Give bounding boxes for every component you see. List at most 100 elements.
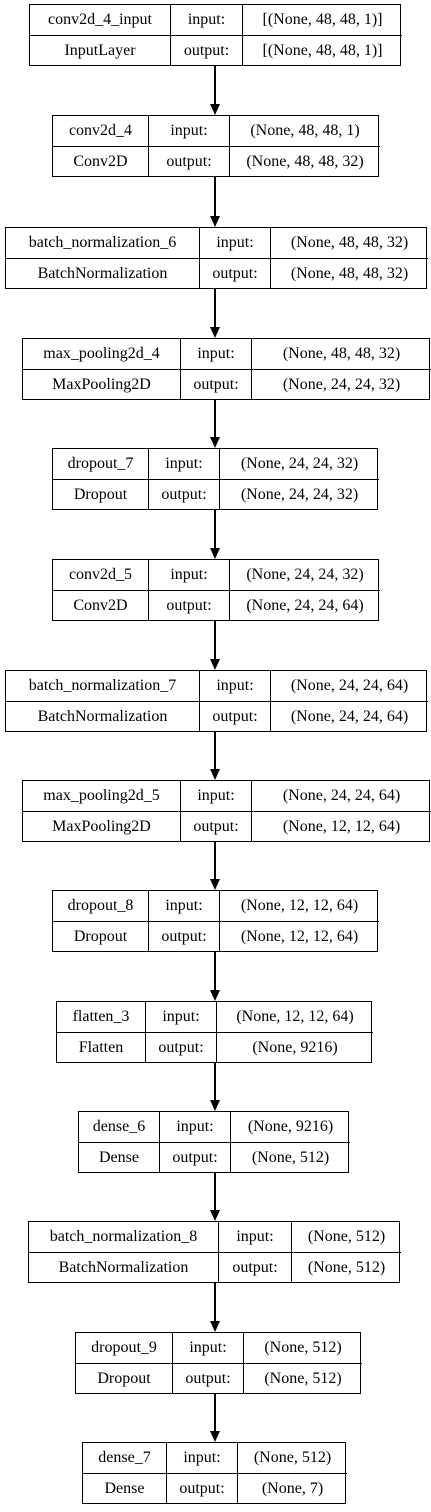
arrowhead-icon bbox=[210, 1210, 220, 1221]
arrowhead-icon bbox=[210, 1431, 220, 1442]
layer-type: InputLayer bbox=[64, 41, 136, 59]
layer-type: Dropout bbox=[73, 485, 128, 503]
connector-arrow-line bbox=[214, 289, 216, 327]
output-shape: (None, 7) bbox=[237, 1474, 347, 1503]
layer-type: Dropout bbox=[73, 927, 128, 945]
input-label: input: bbox=[180, 339, 251, 369]
layer-top-row: batch_normalization_8 input: (None, 512) bbox=[29, 1222, 401, 1252]
layer-bottom-row: MaxPooling2D output: (None, 24, 24, 32) bbox=[23, 369, 431, 399]
layer-bottom-row: MaxPooling2D output: (None, 12, 12, 64) bbox=[23, 811, 431, 841]
output-shape: (None, 512) bbox=[291, 1253, 401, 1282]
output-label: output: bbox=[172, 1364, 243, 1393]
input-shape: (None, 512) bbox=[243, 1333, 362, 1363]
arrowhead-icon bbox=[210, 437, 220, 448]
connector-arrow-line bbox=[214, 952, 216, 990]
arrowhead-icon bbox=[210, 104, 220, 115]
layer-bottom-row: BatchNormalization output: (None, 48, 48… bbox=[6, 258, 428, 288]
layer-type: MaxPooling2D bbox=[52, 817, 151, 835]
input-label: input: bbox=[145, 1002, 216, 1032]
layer-name: max_pooling2d_5 bbox=[43, 787, 160, 804]
layer-top-row: flatten_3 input: (None, 12, 12, 64) bbox=[57, 1002, 373, 1032]
output-shape: (None, 12, 12, 64) bbox=[219, 922, 379, 951]
layer-type: MaxPooling2D bbox=[52, 375, 151, 393]
layer-top-row: conv2d_4_input input: [(None, 48, 48, 1)… bbox=[30, 5, 402, 35]
output-shape: (None, 24, 24, 32) bbox=[251, 370, 431, 399]
connector-arrow-line bbox=[214, 842, 216, 879]
output-shape: (None, 48, 48, 32) bbox=[229, 147, 380, 176]
input-shape: (None, 24, 24, 32) bbox=[219, 449, 379, 479]
layer-top-row: batch_normalization_7 input: (None, 24, … bbox=[6, 671, 428, 701]
input-shape: (None, 24, 24, 64) bbox=[270, 671, 428, 701]
layer-node-conv2d-5: conv2d_5 input: (None, 24, 24, 32) Conv2… bbox=[52, 559, 380, 621]
layer-name: dropout_7 bbox=[67, 455, 134, 472]
input-shape: (None, 512) bbox=[237, 1443, 347, 1473]
connector-arrow-line bbox=[214, 621, 216, 659]
arrowhead-icon bbox=[210, 769, 220, 780]
input-label: input: bbox=[218, 1222, 291, 1252]
layer-name: batch_normalization_6 bbox=[28, 234, 177, 251]
arrowhead-icon bbox=[210, 216, 220, 227]
layer-top-row: dropout_9 input: (None, 512) bbox=[76, 1333, 362, 1363]
layer-name: conv2d_5 bbox=[68, 566, 133, 583]
layer-node-conv2d-4-input: conv2d_4_input input: [(None, 48, 48, 1)… bbox=[29, 4, 402, 66]
layer-name: batch_normalization_8 bbox=[49, 1228, 198, 1245]
layer-top-row: max_pooling2d_5 input: (None, 24, 24, 64… bbox=[23, 781, 431, 811]
layer-node-conv2d-4: conv2d_4 input: (None, 48, 48, 1) Conv2D… bbox=[52, 115, 380, 177]
layer-top-row: dropout_8 input: (None, 12, 12, 64) bbox=[53, 891, 379, 921]
output-shape: (None, 24, 24, 32) bbox=[219, 480, 379, 509]
layer-bottom-row: Flatten output: (None, 9216) bbox=[57, 1032, 373, 1062]
layer-bottom-row: Dropout output: (None, 12, 12, 64) bbox=[53, 921, 379, 951]
input-shape: (None, 48, 48, 1) bbox=[229, 116, 380, 146]
layer-node-batch-normalization-8: batch_normalization_8 input: (None, 512)… bbox=[28, 1221, 401, 1283]
layer-type: Conv2D bbox=[73, 152, 128, 170]
output-label: output: bbox=[145, 1033, 216, 1062]
layer-name: batch_normalization_7 bbox=[28, 677, 177, 694]
layer-type: BatchNormalization bbox=[58, 1258, 189, 1276]
input-shape: [(None, 48, 48, 1)] bbox=[242, 5, 402, 35]
layer-top-row: max_pooling2d_4 input: (None, 48, 48, 32… bbox=[23, 339, 431, 369]
layer-name: flatten_3 bbox=[72, 1008, 130, 1025]
layer-bottom-row: Conv2D output: (None, 48, 48, 32) bbox=[53, 146, 380, 176]
input-label: input: bbox=[172, 1333, 243, 1363]
output-label: output: bbox=[148, 922, 219, 951]
input-shape: (None, 12, 12, 64) bbox=[216, 1002, 373, 1032]
output-label: output: bbox=[199, 702, 270, 731]
input-label: input: bbox=[180, 781, 251, 811]
connector-arrow-line bbox=[214, 400, 216, 437]
layer-name: dropout_8 bbox=[67, 897, 134, 914]
connector-arrow-line bbox=[214, 1283, 216, 1321]
input-shape: (None, 24, 24, 64) bbox=[251, 781, 431, 811]
connector-arrow-line bbox=[214, 1173, 216, 1210]
layer-type: BatchNormalization bbox=[37, 707, 168, 725]
layer-top-row: dense_7 input: (None, 512) bbox=[83, 1443, 347, 1473]
input-shape: (None, 48, 48, 32) bbox=[251, 339, 431, 369]
input-shape: (None, 12, 12, 64) bbox=[219, 891, 379, 921]
arrowhead-icon bbox=[210, 327, 220, 338]
arrowhead-icon bbox=[210, 879, 220, 890]
output-shape: (None, 9216) bbox=[216, 1033, 373, 1062]
layer-name: dense_7 bbox=[98, 1449, 151, 1466]
output-label: output: bbox=[180, 370, 251, 399]
arrowhead-icon bbox=[210, 1321, 220, 1332]
output-shape: (None, 512) bbox=[230, 1143, 350, 1172]
output-shape: (None, 48, 48, 32) bbox=[270, 259, 428, 288]
layer-type: Dropout bbox=[97, 1369, 151, 1387]
layer-name: max_pooling2d_4 bbox=[43, 345, 160, 362]
layer-node-dropout-8: dropout_8 input: (None, 12, 12, 64) Drop… bbox=[52, 890, 379, 952]
input-label: input: bbox=[166, 1443, 237, 1473]
output-shape: (None, 12, 12, 64) bbox=[251, 812, 431, 841]
layer-bottom-row: BatchNormalization output: (None, 24, 24… bbox=[6, 701, 428, 731]
layer-bottom-row: Dense output: (None, 512) bbox=[79, 1142, 350, 1172]
layer-bottom-row: BatchNormalization output: (None, 512) bbox=[29, 1252, 401, 1282]
input-label: input: bbox=[148, 891, 219, 921]
layer-top-row: dropout_7 input: (None, 24, 24, 32) bbox=[53, 449, 379, 479]
output-label: output: bbox=[148, 591, 229, 620]
layer-node-dense-6: dense_6 input: (None, 9216) Dense output… bbox=[78, 1111, 350, 1173]
arrowhead-icon bbox=[210, 990, 220, 1001]
output-label: output: bbox=[180, 812, 251, 841]
layer-node-max-pooling2d-4: max_pooling2d_4 input: (None, 48, 48, 32… bbox=[22, 338, 431, 400]
output-shape: (None, 24, 24, 64) bbox=[270, 702, 428, 731]
input-shape: (None, 512) bbox=[291, 1222, 401, 1252]
input-label: input: bbox=[159, 1112, 230, 1142]
